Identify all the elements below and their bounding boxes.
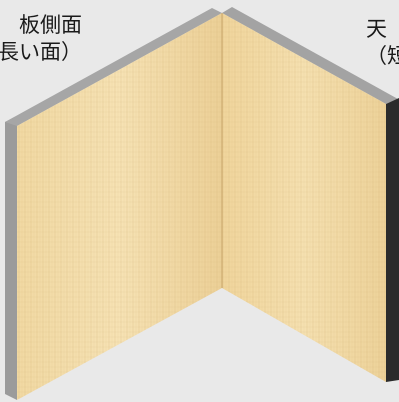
left-label-line2: 長い面） (0, 40, 82, 64)
left-label-line1: 板側面 (19, 13, 82, 37)
right-panel-label: 天 （短 (366, 16, 399, 70)
left-panel-edge (5, 116, 17, 400)
right-panel-edge (386, 98, 399, 382)
right-label-line1: 天 (366, 17, 387, 41)
left-panel-top-edge (5, 8, 222, 126)
right-panel-top-edge (222, 7, 398, 104)
left-panel-label: 板側面 長い面） (0, 12, 82, 66)
right-label-line2: （短 (366, 44, 399, 68)
